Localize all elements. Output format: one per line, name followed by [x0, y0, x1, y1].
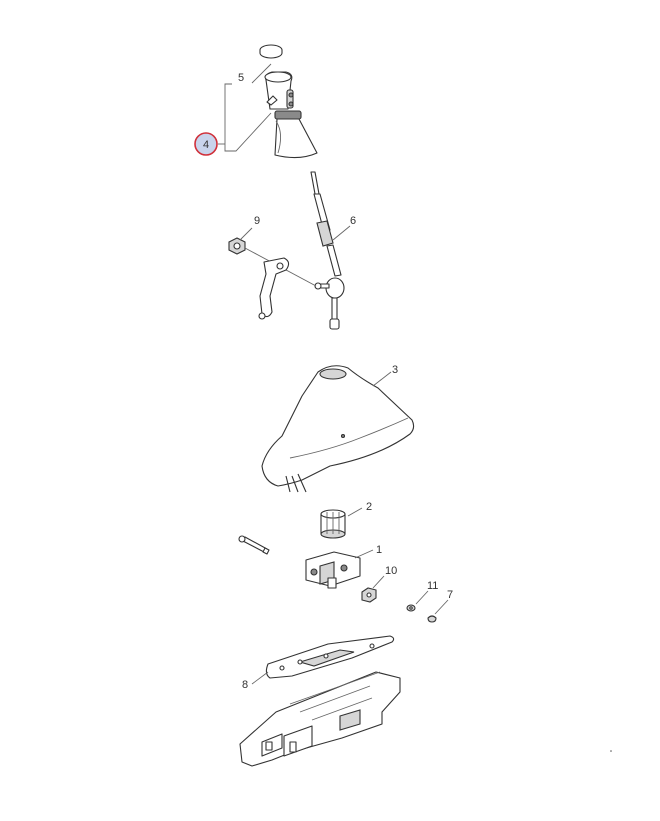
callout-9[interactable]: 9 — [254, 215, 260, 227]
part-2-bushing[interactable] — [320, 509, 346, 539]
part-6-shift-lever[interactable] — [310, 171, 345, 330]
callout-11[interactable]: 11 — [427, 580, 438, 592]
callout-1[interactable]: 1 — [376, 544, 382, 556]
part-7-clip[interactable] — [427, 615, 437, 623]
callout-3[interactable]: 3 — [392, 364, 398, 376]
leader-8 — [251, 671, 269, 685]
callout-6[interactable]: 6 — [350, 215, 356, 227]
callout-7[interactable]: 7 — [447, 589, 453, 601]
part-5-cap[interactable] — [259, 44, 283, 59]
leader-9 — [239, 227, 253, 241]
callout-2[interactable]: 2 — [366, 501, 372, 513]
callout-4-highlighted[interactable]: 4 — [194, 132, 218, 156]
part-3-console-cover[interactable] — [261, 365, 415, 493]
leader-5 — [251, 63, 272, 84]
callout-4[interactable]: 4 — [203, 139, 209, 151]
callout-5[interactable]: 5 — [238, 72, 244, 84]
pivot-pin[interactable] — [238, 535, 270, 555]
highlight-ring[interactable] — [194, 132, 218, 156]
leader-1 — [354, 549, 374, 559]
part-4-gear-knob[interactable] — [264, 71, 318, 159]
lever-bracket-plate[interactable] — [258, 257, 290, 320]
stray-mark — [610, 750, 612, 752]
leader-bracket-4-5 — [224, 83, 272, 152]
part-10-nut[interactable] — [361, 587, 377, 603]
leader-10 — [372, 575, 385, 589]
leader-2 — [347, 507, 363, 517]
leader-11 — [415, 590, 429, 605]
leader-3 — [372, 371, 392, 387]
part-8-gasket[interactable] — [265, 635, 395, 679]
part-9-nut[interactable] — [228, 237, 246, 255]
leader-7 — [434, 599, 449, 615]
part-1-lever-housing[interactable] — [305, 551, 361, 589]
leader-6 — [332, 225, 351, 241]
shifter-base-mechanism[interactable] — [239, 671, 401, 767]
part-11-washer[interactable] — [406, 604, 416, 612]
callout-10[interactable]: 10 — [385, 565, 397, 577]
callout-8[interactable]: 8 — [242, 679, 248, 691]
